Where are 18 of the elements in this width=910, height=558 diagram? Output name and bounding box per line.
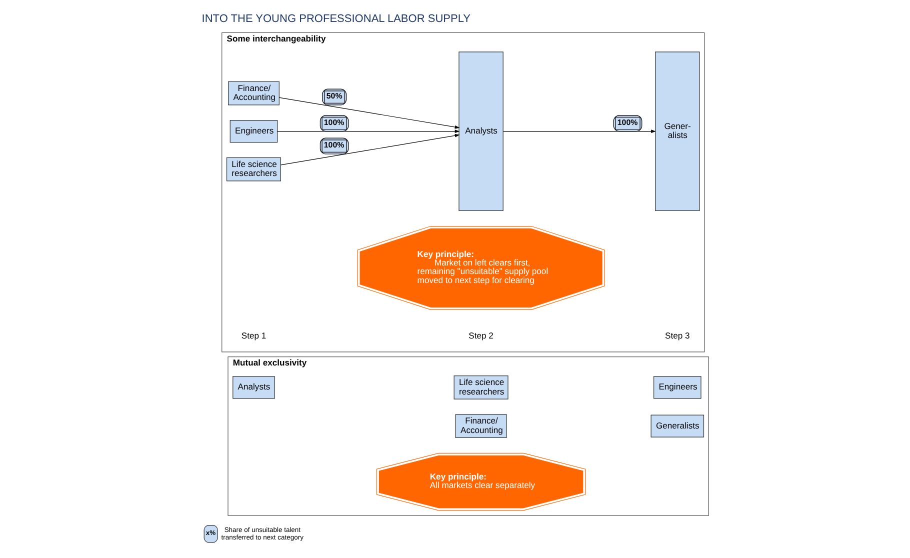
label: Step 2 (468, 330, 494, 340)
node-box: Life science researchers (454, 376, 508, 400)
node-box: Engineers (654, 376, 702, 399)
arrow (502, 130, 656, 134)
node-box: Engineers (230, 120, 278, 143)
node-box: Finance/ Accounting (228, 81, 280, 106)
arrow (277, 130, 460, 134)
node-box: Gener- alists (655, 52, 700, 211)
node-box: Analysts (458, 52, 504, 211)
node-box: Generalists (650, 414, 704, 438)
arrow (280, 134, 460, 166)
node-box: Life science researchers (226, 157, 281, 182)
label: Step 1 (241, 330, 266, 340)
arrow (278, 97, 460, 129)
diagram-title: INTO THE YOUNG PROFESSIONAL LABOR SUPPLY (202, 12, 471, 25)
label: Step 3 (665, 330, 690, 340)
node-box: Finance/ Accounting (455, 414, 507, 438)
node-box: Analysts (232, 376, 275, 399)
